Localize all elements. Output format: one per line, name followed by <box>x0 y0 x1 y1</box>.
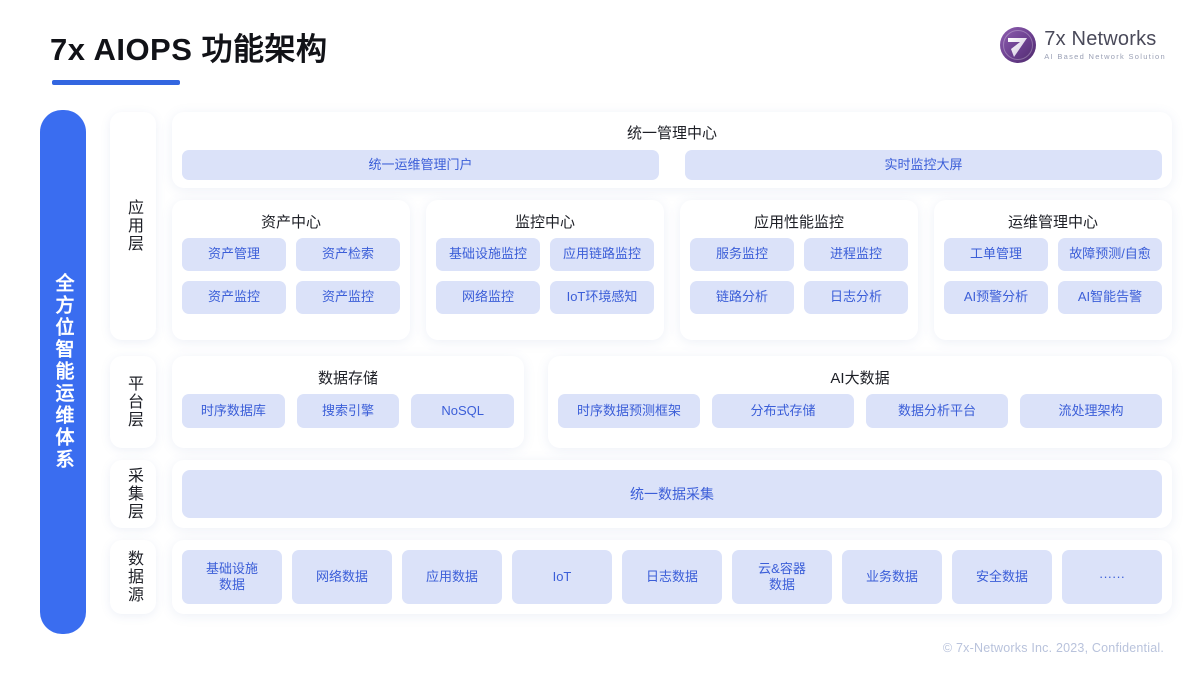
unified-management-center-title: 统一管理中心 <box>626 125 717 142</box>
app-card-items: 基础设施监控 应用链路监控 网络监控 IoT环境感知 <box>436 238 654 314</box>
app-card-items: 服务监控 进程监控 链路分析 日志分析 <box>690 238 908 314</box>
footer-copyright: © 7x-Networks Inc. 2023, Confidential. <box>942 641 1164 655</box>
platform-card-items: 时序数据预测框架 分布式存储 数据分析平台 流处理架构 <box>558 394 1162 428</box>
app-card-title: 监控中心 <box>514 214 575 231</box>
layer-label-platform: 平台层 <box>110 356 156 448</box>
page-title: 7x AIOPS 功能架构 <box>50 32 328 67</box>
pill-network-data[interactable]: 网络数据 <box>292 550 392 604</box>
pill-unified-ops-portal[interactable]: 统一运维管理门户 <box>182 150 659 180</box>
app-card-asset-center: 资产中心 资产管理 资产检索 资产监控 资产监控 <box>172 200 410 340</box>
pill-application-data[interactable]: 应用数据 <box>402 550 502 604</box>
app-card-title: 资产中心 <box>260 214 321 231</box>
page-header: 7x AIOPS 功能架构 <box>0 0 1200 100</box>
pill-cloud-container-data[interactable]: 云&容器 数据 <box>732 550 832 604</box>
pill-unified-data-collection[interactable]: 统一数据采集 <box>182 470 1162 518</box>
pill-trace-analysis[interactable]: 链路分析 <box>690 281 794 314</box>
data-source-layer-card: 基础设施 数据 网络数据 应用数据 IoT 日志数据 云&容器 数据 业务数据 … <box>172 540 1172 614</box>
app-card-apm: 应用性能监控 服务监控 进程监控 链路分析 日志分析 <box>680 200 918 340</box>
platform-card-title: 数据存储 <box>317 370 378 387</box>
pill-asset-management[interactable]: 资产管理 <box>182 238 286 271</box>
pill-more-ellipsis[interactable]: ······ <box>1062 550 1162 604</box>
pill-timeseries-database[interactable]: 时序数据库 <box>182 394 285 428</box>
pill-distributed-storage[interactable]: 分布式存储 <box>712 394 854 428</box>
layer-label-application: 应用层 <box>110 112 156 340</box>
unified-management-center-items: 统一运维管理门户 实时监控大屏 <box>182 150 1162 180</box>
layer-label-collection: 采集层 <box>110 460 156 528</box>
app-card-ops-management-center: 运维管理中心 工单管理 故障预测/自愈 AI预警分析 AI智能告警 <box>934 200 1172 340</box>
pill-search-engine[interactable]: 搜索引擎 <box>296 394 400 428</box>
pill-asset-monitoring-2[interactable]: 资产监控 <box>296 281 400 314</box>
pill-network-monitoring[interactable]: 网络监控 <box>436 281 540 314</box>
collection-layer-card: 统一数据采集 <box>172 460 1172 528</box>
logo-name: 7x Networks <box>1044 28 1157 51</box>
platform-card-items: 时序数据库 搜索引擎 NoSQL <box>182 394 515 428</box>
app-card-title: 应用性能监控 <box>753 214 844 231</box>
pill-asset-monitoring-1[interactable]: 资产监控 <box>182 281 286 314</box>
company-logo: 7x Networks AI Based Network Solution <box>999 26 1166 64</box>
platform-card-title: AI大数据 <box>830 370 890 387</box>
pill-ai-intelligent-alarm[interactable]: AI智能告警 <box>1058 281 1162 314</box>
platform-card-ai-bigdata: AI大数据 时序数据预测框架 分布式存储 数据分析平台 流处理架构 <box>548 356 1172 448</box>
pill-realtime-monitor-wall[interactable]: 实时监控大屏 <box>685 150 1162 180</box>
pill-security-data[interactable]: 安全数据 <box>952 550 1052 604</box>
title-underline <box>52 80 180 85</box>
pill-nosql[interactable]: NoSQL <box>411 394 515 428</box>
platform-card-data-storage: 数据存储 时序数据库 搜索引擎 NoSQL <box>172 356 524 448</box>
overall-system-spine: 全方位智能运维体系 <box>40 110 86 634</box>
pill-service-monitoring[interactable]: 服务监控 <box>690 238 794 271</box>
pill-application-trace-monitoring[interactable]: 应用链路监控 <box>550 238 654 271</box>
pill-timeseries-prediction-framework[interactable]: 时序数据预测框架 <box>558 394 700 428</box>
pill-log-data[interactable]: 日志数据 <box>622 550 722 604</box>
logo-tagline: AI Based Network Solution <box>1044 52 1166 62</box>
pill-log-analysis[interactable]: 日志分析 <box>804 281 908 314</box>
app-card-items: 工单管理 故障预测/自愈 AI预警分析 AI智能告警 <box>944 238 1162 314</box>
app-card-items: 资产管理 资产检索 资产监控 资产监控 <box>182 238 400 314</box>
pill-infrastructure-data[interactable]: 基础设施 数据 <box>182 550 282 604</box>
pill-data-analysis-platform[interactable]: 数据分析平台 <box>866 394 1008 428</box>
pill-process-monitoring[interactable]: 进程监控 <box>804 238 908 271</box>
app-card-monitoring-center: 监控中心 基础设施监控 应用链路监控 网络监控 IoT环境感知 <box>426 200 664 340</box>
pill-ai-early-warning-analysis[interactable]: AI预警分析 <box>944 281 1048 314</box>
pill-asset-search[interactable]: 资产检索 <box>296 238 400 271</box>
pill-infrastructure-monitoring[interactable]: 基础设施监控 <box>436 238 540 271</box>
app-card-title: 运维管理中心 <box>1007 214 1098 231</box>
seven-x-networks-logo-icon <box>999 26 1037 64</box>
pill-business-data[interactable]: 业务数据 <box>842 550 942 604</box>
layer-label-datasource: 数据源 <box>110 540 156 614</box>
pill-ticket-management[interactable]: 工单管理 <box>944 238 1048 271</box>
pill-iot-data[interactable]: IoT <box>512 550 612 604</box>
pill-iot-environment-sensing[interactable]: IoT环境感知 <box>550 281 654 314</box>
unified-management-center-card: 统一管理中心 统一运维管理门户 实时监控大屏 <box>172 112 1172 188</box>
data-source-items: 基础设施 数据 网络数据 应用数据 IoT 日志数据 云&容器 数据 业务数据 … <box>182 550 1162 604</box>
architecture-diagram: 全方位智能运维体系 应用层 平台层 采集层 数据源 统一管理中心 统一运维管理门… <box>0 100 1200 645</box>
pill-fault-prediction-self-healing[interactable]: 故障预测/自愈 <box>1058 238 1162 271</box>
pill-stream-processing-architecture[interactable]: 流处理架构 <box>1020 394 1162 428</box>
logo-text: 7x Networks AI Based Network Solution <box>1044 29 1166 61</box>
